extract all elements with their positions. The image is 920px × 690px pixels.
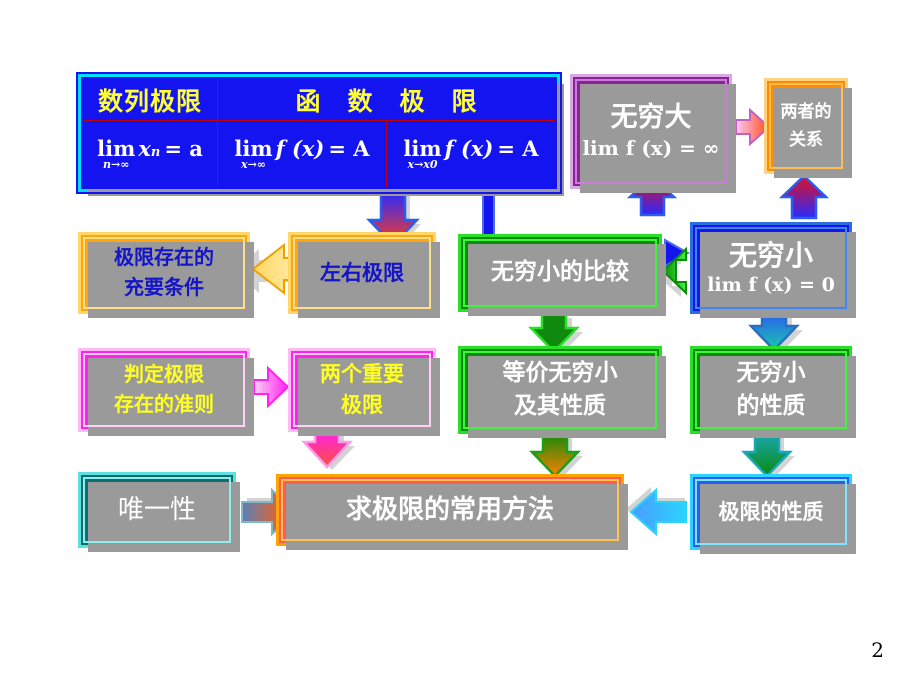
node-body: 无穷大 lim f (x) = ∞ — [575, 79, 727, 184]
formula-equals: = A — [497, 136, 539, 162]
cell-function-limit-infinity-formula: lim x→∞ f (x) = A — [218, 121, 387, 187]
box-shadow — [88, 482, 240, 552]
node-label: 左右极限 — [320, 260, 404, 285]
node-label-line1: 等价无穷小 — [502, 359, 618, 386]
box-shadow — [88, 358, 254, 436]
node-label: 求极限的常用方法 — [345, 494, 554, 525]
header-label-sequence: 数列极限 — [97, 86, 202, 116]
node-body: 无穷小 的性质 — [695, 351, 847, 429]
node-common-methods[interactable]: 求极限的常用方法 — [276, 474, 628, 550]
lim-subscript: n→∞ — [103, 158, 130, 172]
node-label: 无穷小的比较 — [491, 259, 629, 286]
header-label-function: 函 数 极 限 — [295, 86, 478, 116]
arrow-infinite-large-to-relationship — [735, 107, 771, 147]
node-body: 唯一性 — [83, 477, 231, 543]
node-body: 两者的 关系 — [769, 83, 843, 169]
node-infinitesimal[interactable]: 无穷小 lim f (x) = 0 — [690, 222, 856, 318]
node-title: 无穷大 — [610, 102, 692, 134]
node-formula: lim f (x) = 0 — [707, 274, 835, 297]
node-body: 两个重要 极限 — [293, 353, 431, 427]
node-title: 无穷小 — [728, 239, 813, 273]
node-label-line1: 两个重要 — [320, 362, 404, 387]
box-shadow — [700, 484, 856, 554]
box-shadow — [468, 356, 666, 438]
lim-text: lim — [234, 136, 273, 162]
node-uniqueness[interactable]: 唯一性 — [78, 472, 240, 552]
node-criteria[interactable]: 判定极限 存在的准则 — [78, 348, 254, 436]
node-relationship[interactable]: 两者的 关系 — [764, 78, 852, 178]
arrow-criteria-to-two-limits — [253, 365, 290, 409]
lim-text: lim — [97, 136, 136, 162]
box-shadow — [700, 356, 856, 438]
lim-operator: lim x→x0 — [403, 138, 441, 171]
node-label: 唯一性 — [117, 494, 196, 525]
node-infinitesimal-properties[interactable]: 无穷小 的性质 — [690, 346, 856, 438]
box-shadow — [468, 244, 666, 316]
box-shadow — [88, 242, 254, 318]
arrow-infinitesimal-to-compare — [661, 246, 687, 296]
node-limit-properties[interactable]: 极限的性质 — [690, 474, 856, 554]
node-body: 左右极限 — [293, 237, 431, 309]
box-shadow — [774, 88, 852, 178]
formula-equals: = A — [328, 136, 370, 162]
node-label-line2: 极限 — [341, 393, 383, 417]
node-label-line1: 无穷小 — [736, 359, 806, 386]
node-infinite-large[interactable]: 无穷大 lim f (x) = ∞ — [570, 74, 736, 193]
node-label-line2: 的性质 — [736, 393, 806, 419]
cell-function-limit-point-formula: lim x→x0 f (x) = A — [387, 121, 555, 187]
node-label-line2: 关系 — [789, 130, 823, 150]
node-two-important-limits[interactable]: 两个重要 极限 — [288, 348, 440, 436]
node-infinitesimal-compare[interactable]: 无穷小的比较 — [458, 234, 666, 316]
table-header-function-limit: 函 数 极 限 — [218, 79, 555, 121]
table-header-sequence-limit: 数列极限 — [83, 79, 218, 121]
formula-body: f (x) — [275, 136, 325, 162]
box-shadow — [298, 358, 440, 436]
node-body: 极限存在的 充要条件 — [83, 237, 245, 309]
lim-operator: lim n→∞ — [97, 138, 135, 171]
formula-body: x — [138, 136, 151, 162]
formula-function-limit-point: lim x→x0 f (x) = A — [403, 136, 538, 171]
formula-body-sub: n — [150, 145, 161, 161]
box-shadow — [298, 242, 440, 318]
node-label: 极限的性质 — [718, 499, 824, 524]
formula-equals: = a — [164, 136, 203, 162]
node-label-line1: 判定极限 — [124, 362, 204, 387]
node-body: 无穷小 lim f (x) = 0 — [695, 227, 847, 309]
node-body: 等价无穷小 及其性质 — [463, 351, 657, 429]
node-existence-condition[interactable]: 极限存在的 充要条件 — [78, 232, 254, 318]
lim-subscript: x→x0 — [407, 158, 438, 172]
node-equivalent-infinitesimal[interactable]: 等价无穷小 及其性质 — [458, 346, 666, 438]
table-header-row: 数列极限 函 数 极 限 — [83, 79, 555, 121]
lim-subscript: x→∞ — [241, 158, 266, 172]
node-label-line2: 充要条件 — [124, 275, 204, 299]
box-shadow — [580, 84, 736, 193]
node-one-sided-limits[interactable]: 左右极限 — [288, 232, 440, 318]
box-shadow — [700, 232, 856, 318]
node-formula: lim f (x) = ∞ — [582, 136, 720, 161]
node-body: 判定极限 存在的准则 — [83, 353, 245, 427]
page-number: 2 — [871, 638, 884, 662]
node-body: 极限的性质 — [695, 479, 847, 545]
formula-body: f (x) — [444, 136, 494, 162]
node-body: 求极限的常用方法 — [281, 479, 619, 541]
arrow-limit-properties-to-common-methods — [629, 487, 687, 537]
node-label-line2: 存在的准则 — [114, 392, 214, 416]
lim-operator: lim x→∞ — [234, 138, 272, 171]
arrow-infinitesimal-to-relationship — [778, 174, 830, 220]
lim-text: lim — [403, 136, 442, 162]
node-label-line1: 两者的 — [780, 101, 832, 122]
node-label-line1: 极限存在的 — [114, 245, 214, 270]
node-label-line2: 及其性质 — [514, 393, 606, 419]
formula-function-limit-infinity: lim x→∞ f (x) = A — [234, 136, 369, 171]
node-body: 无穷小的比较 — [463, 239, 657, 307]
